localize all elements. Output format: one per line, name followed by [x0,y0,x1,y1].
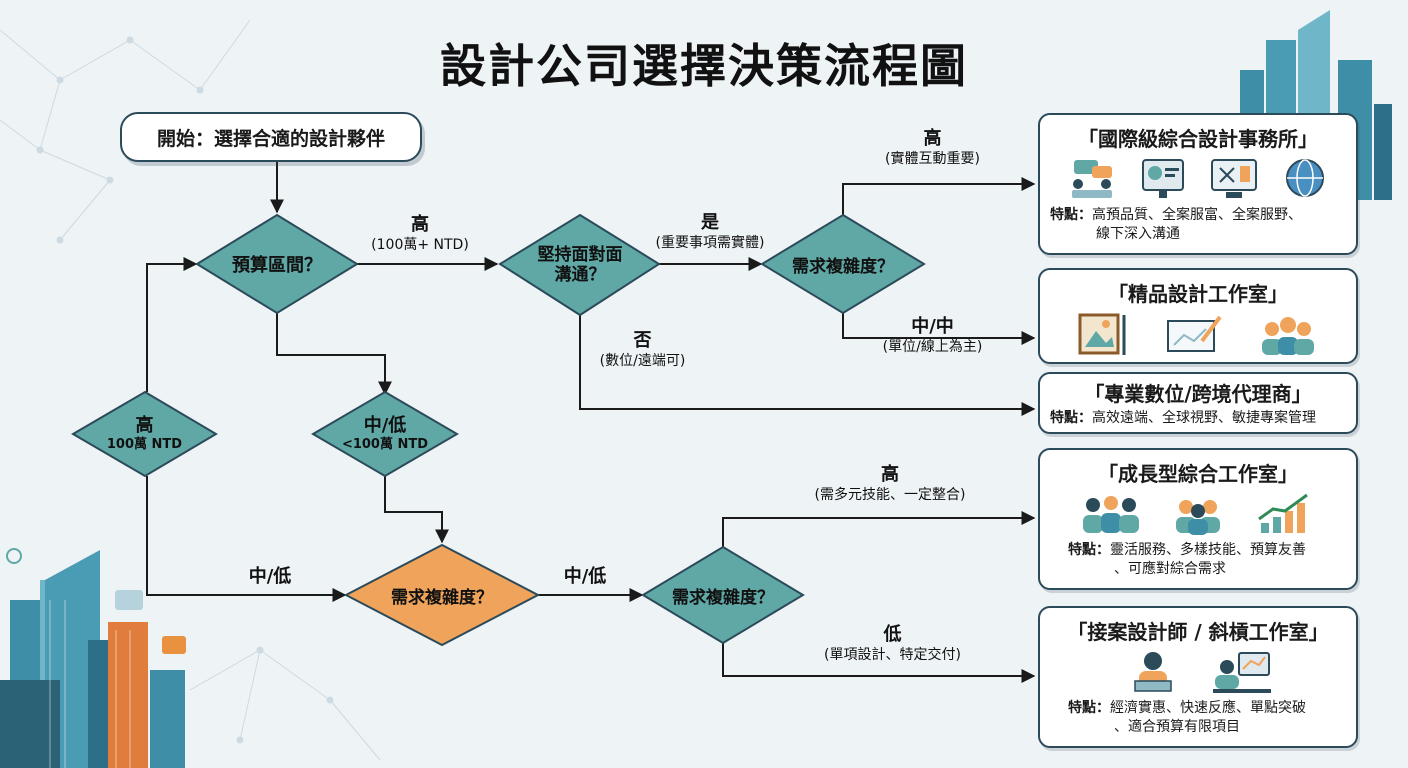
collaboration-icon [1175,500,1220,535]
complexity-low-decision-diamond [641,545,805,645]
city-skyline-left [0,548,186,768]
high-budget-diamond [71,390,218,478]
outcome-intl-firm-features: 特點：高預品質、全案服富、全案服野、 線下深入溝通 [1050,207,1302,242]
designer-desk-icon [1213,652,1271,693]
outcome-intl-firm-title: 「國際級綜合設計事務所」 [1078,127,1318,151]
meeting-icon [1071,160,1112,198]
budget-decision-label: 預算區間？ [232,255,322,276]
outcome-digital-agency-title: 「專業數位/跨境代理商」 [1084,382,1312,406]
outcome-boutique-studio-title: 「精品設計工作室」 [1108,282,1288,306]
outcome-growth-studio-card: 「成長型綜合工作室」 特點：靈活服務、多樣技能、預算友善 、可應對綜合需求 [1038,448,1358,590]
framed-picture-icon [1078,313,1126,355]
high-budget-label: 高 100萬 NTD [106,414,183,453]
face-no-branch-label: 否(數位/遠端可) [599,330,686,369]
midlow-budget-diamond [311,390,459,478]
globe-icon [1285,159,1324,197]
low-low-branch-label: 低(單項設計、特定交付) [824,624,961,663]
design-screen-icon [1141,159,1184,198]
outcome-intl-firm-card: 「國際級綜合設計事務所」 特點 [1038,113,1358,255]
outcome-freelancer-title: 「接案設計師 / 斜槓工作室」 [1067,620,1329,644]
team-icon [1262,317,1314,355]
growing-team-icon [1083,496,1140,533]
face-to-face-decision-label: 堅持面對面溝通？ [537,244,623,285]
budget-high-branch-label: 高(100萬+ NTD) [371,214,469,253]
page-title: 設計公司選擇決策流程圖 [440,39,968,93]
low-high-branch-label: 高(需多元技能、一定整合) [814,464,966,503]
growth-chart-icon [1257,493,1308,533]
outcome-growth-studio-title: 「成長型綜合工作室」 [1098,462,1298,486]
complexity-mid-decision-label: 需求複雜度？ [391,587,493,608]
top-high-branch-label: 高(實體互動重要) [885,128,980,167]
outcome-digital-agency-card: 「專業數位/跨境代理商」 特點：高效遠端、全球視野、敏捷專案管理 [1038,372,1358,434]
left-midlow-branch-label: 中/低 [248,566,292,587]
budget-decision-diamond [195,213,359,315]
outcome-boutique-studio-card: 「精品設計工作室」 [1038,268,1358,364]
top-mid-branch-label: 中/中(單位/線上為主) [882,316,983,355]
freelancer-laptop-icon [1134,652,1172,692]
face-to-face-decision-diamond [498,213,661,317]
drafting-sketch-icon [1167,315,1222,352]
network-pattern-bottom [189,646,381,761]
outcome-freelancer-features: 特點：經濟實惠、快速反應、單點突破 、適合預算有限項目 [1068,700,1306,735]
outcome-digital-agency-features: 特點：高效遠端、全球視野、敏捷專案管理 [1050,410,1316,426]
start-node: 開始：選擇合適的設計夥伴 [120,112,422,162]
mid-midlow-branch-label: 中/低 [563,566,607,587]
complexity-top-decision-diamond [760,213,926,315]
midlow-budget-label: 中/低 <100萬 NTD [341,414,429,453]
outcome-freelancer-card: 「接案設計師 / 斜槓工作室」 特點：經濟實惠、快速反應、單點突破 、適合預算有… [1038,606,1358,748]
outcome-growth-studio-features: 特點：靈活服務、多樣技能、預算友善 、可應對綜合需求 [1068,542,1306,577]
complexity-mid-decision-diamond [343,543,541,647]
face-yes-branch-label: 是(重要事項需實體) [655,212,765,251]
network-pattern-top-left [0,19,251,244]
complexity-top-decision-label: 需求複雜度？ [792,256,894,277]
blueprint-monitor-icon [1210,159,1257,198]
complexity-low-decision-label: 需求複雜度？ [672,587,774,608]
